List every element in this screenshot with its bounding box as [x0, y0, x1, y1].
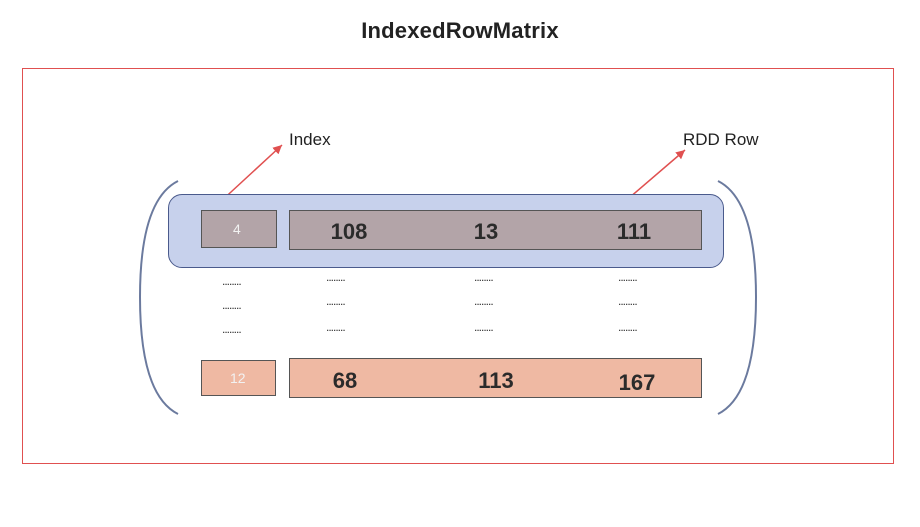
ellipsis: ........ [326, 294, 346, 308]
row-index-value: 12 [230, 370, 246, 386]
ellipsis: ........ [326, 320, 346, 334]
ellipsis: ........ [222, 322, 242, 336]
cell-value: 68 [332, 368, 358, 393]
ellipsis: ........ [474, 320, 494, 334]
ellipsis: ........ [618, 320, 638, 334]
row-index-box [201, 210, 277, 248]
rdd-row-label: RDD Row [683, 130, 759, 149]
index-label: Index [289, 130, 331, 149]
cell-value: 113 [478, 368, 514, 393]
row-index-box [201, 360, 276, 396]
row-index-value: 4 [233, 221, 241, 237]
cell-value: 167 [618, 370, 656, 395]
ellipsis: ........ [474, 294, 494, 308]
diagram-frame [22, 68, 894, 464]
diagram-title: IndexedRowMatrix [361, 18, 559, 43]
ellipsis: ........ [222, 274, 242, 288]
cell-value: 111 [616, 219, 652, 244]
ellipsis: ........ [618, 294, 638, 308]
ellipsis: ........ [326, 270, 346, 284]
left-bracket [138, 180, 179, 415]
ellipsis: ........ [222, 298, 242, 312]
row-values-box [289, 210, 702, 250]
ellipsis: ........ [618, 270, 638, 284]
cell-value: 108 [330, 219, 368, 244]
row-values-box [289, 358, 702, 398]
cell-value: 13 [473, 219, 499, 244]
ellipsis: ........ [474, 270, 494, 284]
right-bracket [717, 180, 758, 415]
